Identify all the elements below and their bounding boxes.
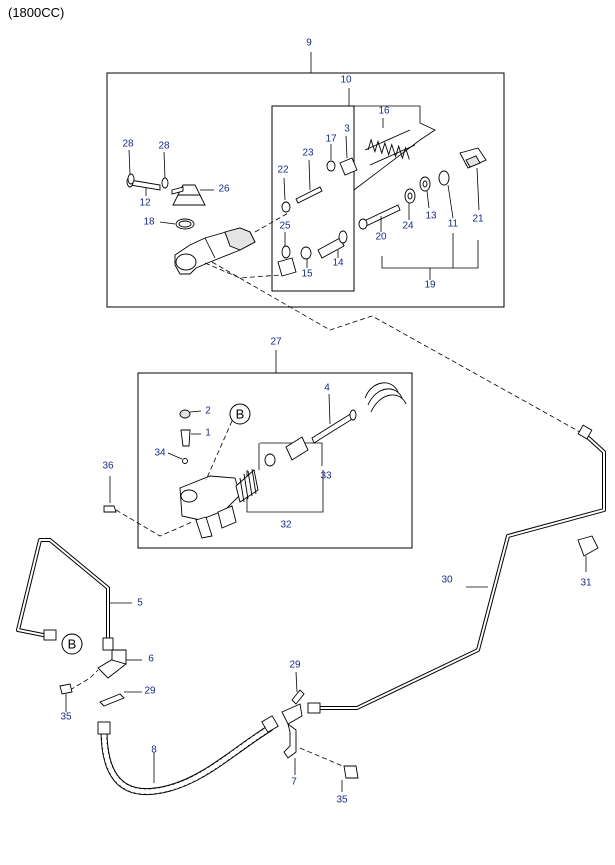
label-17: 17 [325,134,337,145]
bolt-35-right-dash [299,747,353,771]
piston-14 [317,230,348,259]
master-cylinder-body [174,227,256,275]
label-35-right: 35 [336,795,348,806]
pipe-5 [16,538,132,640]
bolt-36-dash [115,509,193,537]
label-26: 26 [218,184,230,195]
label-19: 19 [424,280,436,291]
callout-b-upper: B [229,403,251,425]
repair-kit-frame [271,105,355,292]
callout-b-upper-dash [205,420,233,481]
label-36: 36 [102,461,114,472]
label-30: 30 [441,575,453,586]
pin-20 [358,204,401,232]
clip-28-left [127,149,135,185]
release-cylinder-assembly-frame [137,350,413,549]
release-cylinder-body [179,475,241,539]
bolt-36 [103,476,117,513]
label-15: 15 [301,269,313,280]
callout-b-lower: B [61,633,83,655]
label-23: 23 [302,148,314,159]
label-10: 10 [340,75,352,86]
label-29-left: 29 [144,686,156,697]
label-21: 21 [472,214,484,225]
label-28-left: 28 [122,139,134,150]
label-28-right: 28 [158,141,170,152]
bolt-35-left [59,683,73,712]
label-13: 13 [425,211,437,222]
pipe-30 [314,430,606,710]
bleeder-cap-2 [179,409,202,419]
reservoir-cap-26 [171,184,214,206]
bracket-6 [97,649,142,679]
fitting-5-ends [43,629,114,651]
assembly-dash-2 [204,262,281,279]
clip-29-right [291,671,305,705]
bracket-7 [281,703,303,775]
clip-29-left [99,691,142,707]
label-24: 24 [402,221,414,232]
label-35-left: 35 [60,712,72,723]
label-33: 33 [320,471,332,482]
nut-11 [438,170,454,219]
label-18: 18 [143,217,155,228]
piston-cup-15 [300,246,312,268]
clip-31 [577,535,599,572]
ring-13 [419,176,431,209]
label-11: 11 [448,219,459,230]
master-cylinder-assembly-frame [106,52,505,308]
label-34: 34 [154,448,166,459]
svg-text:B: B [236,406,245,421]
label-8: 8 [151,745,157,756]
piston-33 [285,436,309,461]
label-32: 32 [280,520,292,531]
nut-17 [326,144,336,172]
svg-text:B: B [68,636,77,651]
hose-8 [100,724,274,796]
label-12: 12 [139,198,151,209]
clip-28-right [161,151,169,189]
label-27: 27 [270,337,282,348]
label-14: 14 [332,258,344,269]
label-20: 20 [375,232,387,243]
label-29-right: 29 [289,660,301,671]
bleeder-screw-1 [180,429,201,447]
boot-24 [404,188,416,220]
washer-22 [281,177,291,213]
clevis-21 [459,147,487,211]
label-16: 16 [378,106,390,117]
bolt-35-right [341,765,359,792]
sleeve-25 [277,257,297,277]
label-6: 6 [148,654,154,665]
label-9: 9 [306,38,312,49]
part-labels: 9 10 16 28 28 23 17 3 22 12 26 18 25 24 … [60,38,592,806]
label-4: 4 [324,383,330,394]
clevis-3 [339,135,358,176]
label-22: 22 [277,165,289,176]
pushrod-4 [311,393,357,444]
ball-34 [167,452,188,464]
assembly-dash-1 [254,211,291,233]
pushrod-23 [295,159,323,204]
label-1: 1 [205,428,211,439]
label-31: 31 [580,578,592,589]
spring-16 [364,129,416,166]
cup-32 [235,453,276,503]
fitting-30-end [307,424,593,714]
label-7: 7 [291,777,297,788]
label-2: 2 [205,406,211,417]
assembly-to-line-dash [211,261,581,433]
bolt-35-left-dash [69,669,99,691]
label-5: 5 [137,598,143,609]
label-25: 25 [279,221,291,232]
label-3-top: 3 [344,124,350,135]
oring-18 [159,218,195,230]
boot-spring-4 [364,382,407,413]
bracket-19 [381,240,479,269]
hose-8-fittings [97,715,279,735]
engine-variant-title: (1800CC) [8,5,64,20]
seal-25 [281,232,291,259]
